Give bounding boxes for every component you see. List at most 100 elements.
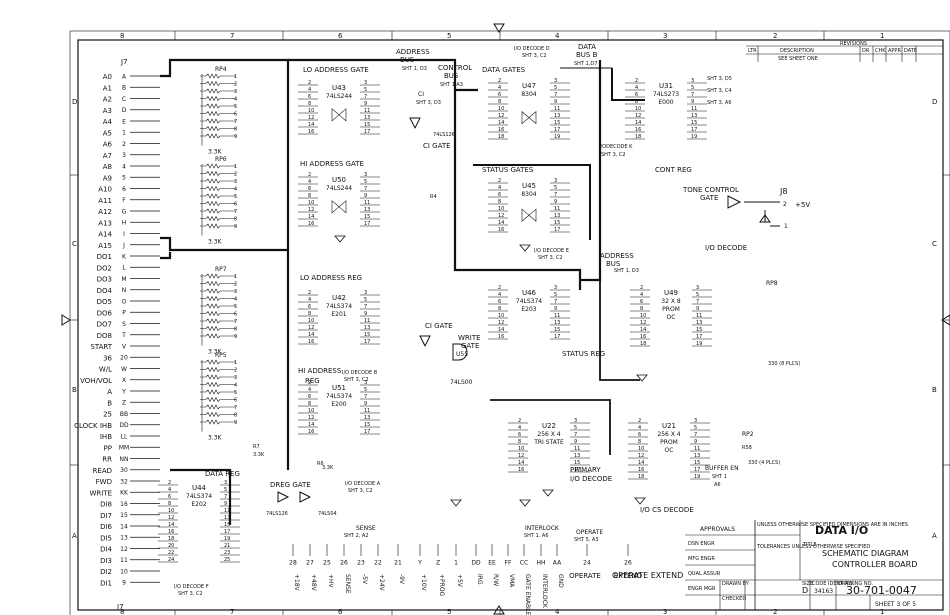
j7-pin-id: MM bbox=[119, 445, 129, 452]
rp-pin-num: 5 bbox=[234, 104, 237, 110]
pin-number: 16 bbox=[308, 429, 314, 435]
rp-pin-num: 3 bbox=[234, 89, 237, 95]
rp-pin-num: 1 bbox=[234, 164, 237, 170]
pin-number: 16 bbox=[308, 129, 314, 135]
pin-number: 17 bbox=[364, 339, 370, 345]
bottom-pin-row: 28+18V27+48V25+HV26SENSE23-5V22+24V21-9V… bbox=[287, 544, 642, 615]
pin-number: 14 bbox=[518, 460, 524, 466]
addr-bus2: ADDRESS bbox=[600, 252, 634, 260]
u46-chip-label: E203 bbox=[521, 306, 536, 313]
rp-pin-num: 8 bbox=[234, 327, 237, 333]
bottom-pin-circle bbox=[414, 556, 426, 568]
pin-number: 16 bbox=[498, 334, 504, 340]
j7-pin-id: X bbox=[122, 377, 126, 384]
bottom-pin-id: 28 bbox=[289, 559, 297, 566]
pin-number: 14 bbox=[640, 327, 646, 333]
pin-number: 10 bbox=[638, 446, 644, 452]
lo-addr-gate: LO ADDRESS GATE bbox=[303, 66, 369, 74]
pin-number: 13 bbox=[574, 453, 580, 459]
pin-number: 6 bbox=[518, 432, 521, 438]
bottom-pin-id: HH bbox=[536, 559, 545, 566]
j7-pin-circle bbox=[118, 486, 130, 498]
u46-chip-label: U46 bbox=[522, 289, 537, 297]
pin-number: 19 bbox=[694, 474, 700, 480]
pin-number: 10 bbox=[498, 206, 504, 212]
j7-signal-di3: DI3 bbox=[100, 557, 112, 565]
bottom-pin-id: Z bbox=[436, 559, 440, 566]
pin-number: 15 bbox=[364, 122, 370, 128]
j7-pin-circle bbox=[118, 171, 130, 183]
j7-pin-circle bbox=[118, 227, 130, 240]
j7-pin-id: V bbox=[122, 343, 127, 350]
u48: 74LS126 bbox=[433, 132, 455, 138]
pin-number: 14 bbox=[638, 460, 644, 466]
u31-chip-label: 74LS273 bbox=[653, 91, 679, 98]
resistor-value: 3.3K bbox=[208, 149, 223, 156]
pin-number: 15 bbox=[691, 120, 697, 126]
pin-number: 14 bbox=[308, 122, 314, 128]
pin-number: 10 bbox=[308, 408, 314, 414]
pin-number: 7 bbox=[554, 192, 557, 198]
io-decode-a: I/O DECODE A bbox=[345, 481, 381, 487]
u46-chip bbox=[508, 285, 550, 345]
pin-number: 12 bbox=[635, 113, 641, 119]
pin-number: 13 bbox=[364, 415, 370, 421]
address-bus: ADDRESS bbox=[396, 48, 430, 56]
u22-chip bbox=[528, 418, 570, 478]
pin-number: 10 bbox=[498, 106, 504, 112]
j7-pin-id: 3 bbox=[122, 152, 126, 159]
u43-chip-label: 74LS244 bbox=[326, 93, 352, 100]
j7-pin-id: 30 bbox=[120, 467, 128, 474]
j7-pin-circle bbox=[118, 542, 130, 555]
j7-label-bottom: J7 bbox=[116, 603, 124, 611]
data-io-logo: DATA I/O bbox=[815, 524, 868, 537]
pin-number: 3 bbox=[224, 480, 227, 486]
u31-pins-0: I/ODECODE K bbox=[599, 144, 633, 150]
j7-pin-id: 9 bbox=[122, 580, 126, 587]
u47-chip-label: 8304 bbox=[521, 91, 536, 98]
bottom-pin-id: Y bbox=[417, 559, 422, 566]
pin-number: 2 bbox=[308, 80, 311, 86]
data-reg: DATA REG bbox=[205, 470, 240, 478]
j8: J8 bbox=[779, 187, 787, 196]
u45-chip-label: 8304 bbox=[521, 191, 536, 198]
j7-pin-circle bbox=[118, 284, 130, 296]
u55: U55 bbox=[456, 351, 468, 358]
j7-pin-id: S bbox=[122, 321, 126, 328]
pin-number: 15 bbox=[224, 522, 230, 528]
io-decode-e: I/O DECODE E bbox=[534, 248, 569, 254]
pin-number: 12 bbox=[308, 325, 314, 331]
j7-pin-id: E bbox=[122, 118, 126, 125]
u55-type: 74LS00 bbox=[450, 379, 473, 386]
pin-number: 2 bbox=[308, 172, 311, 178]
rp-pin-num: 3 bbox=[234, 179, 237, 185]
pin-number: 15 bbox=[364, 422, 370, 428]
j7-pin-id: M bbox=[121, 276, 126, 283]
pin-number: 19 bbox=[224, 536, 230, 542]
j7-pin-id: Z bbox=[122, 400, 126, 407]
bottom-pin-signal: IRG bbox=[476, 574, 483, 585]
pin-number: 14 bbox=[498, 327, 504, 333]
j7-pin-circle bbox=[118, 452, 130, 465]
pin-number: 13 bbox=[224, 515, 230, 521]
j7-signal-w-l: W/L bbox=[99, 366, 112, 374]
pin-number: 17 bbox=[554, 334, 560, 340]
zone-top-4: 4 bbox=[555, 32, 560, 40]
pin-number: 10 bbox=[498, 313, 504, 319]
pin-number: 13 bbox=[364, 207, 370, 213]
j7-pin-id: NN bbox=[120, 456, 129, 463]
zone-left-C: C bbox=[72, 240, 77, 248]
bottom-pin-signal: INTERLOCK bbox=[541, 574, 548, 609]
rp-pin-num: 1 bbox=[234, 360, 237, 366]
bottom-pin-circle bbox=[287, 556, 299, 568]
u42-chip-label: U42 bbox=[332, 294, 346, 302]
u53: 74LS04 bbox=[318, 511, 337, 517]
dreg-gate-buffer-2 bbox=[299, 491, 312, 503]
u50-chip-label: U50 bbox=[332, 176, 346, 184]
j7-pin-circle bbox=[118, 497, 130, 510]
cr29-diode bbox=[759, 210, 771, 223]
pin-number: 3 bbox=[691, 78, 694, 84]
r7: R7 bbox=[253, 444, 260, 450]
j7-pin-circle bbox=[118, 261, 130, 273]
j7-pin-id: Y bbox=[121, 388, 126, 395]
